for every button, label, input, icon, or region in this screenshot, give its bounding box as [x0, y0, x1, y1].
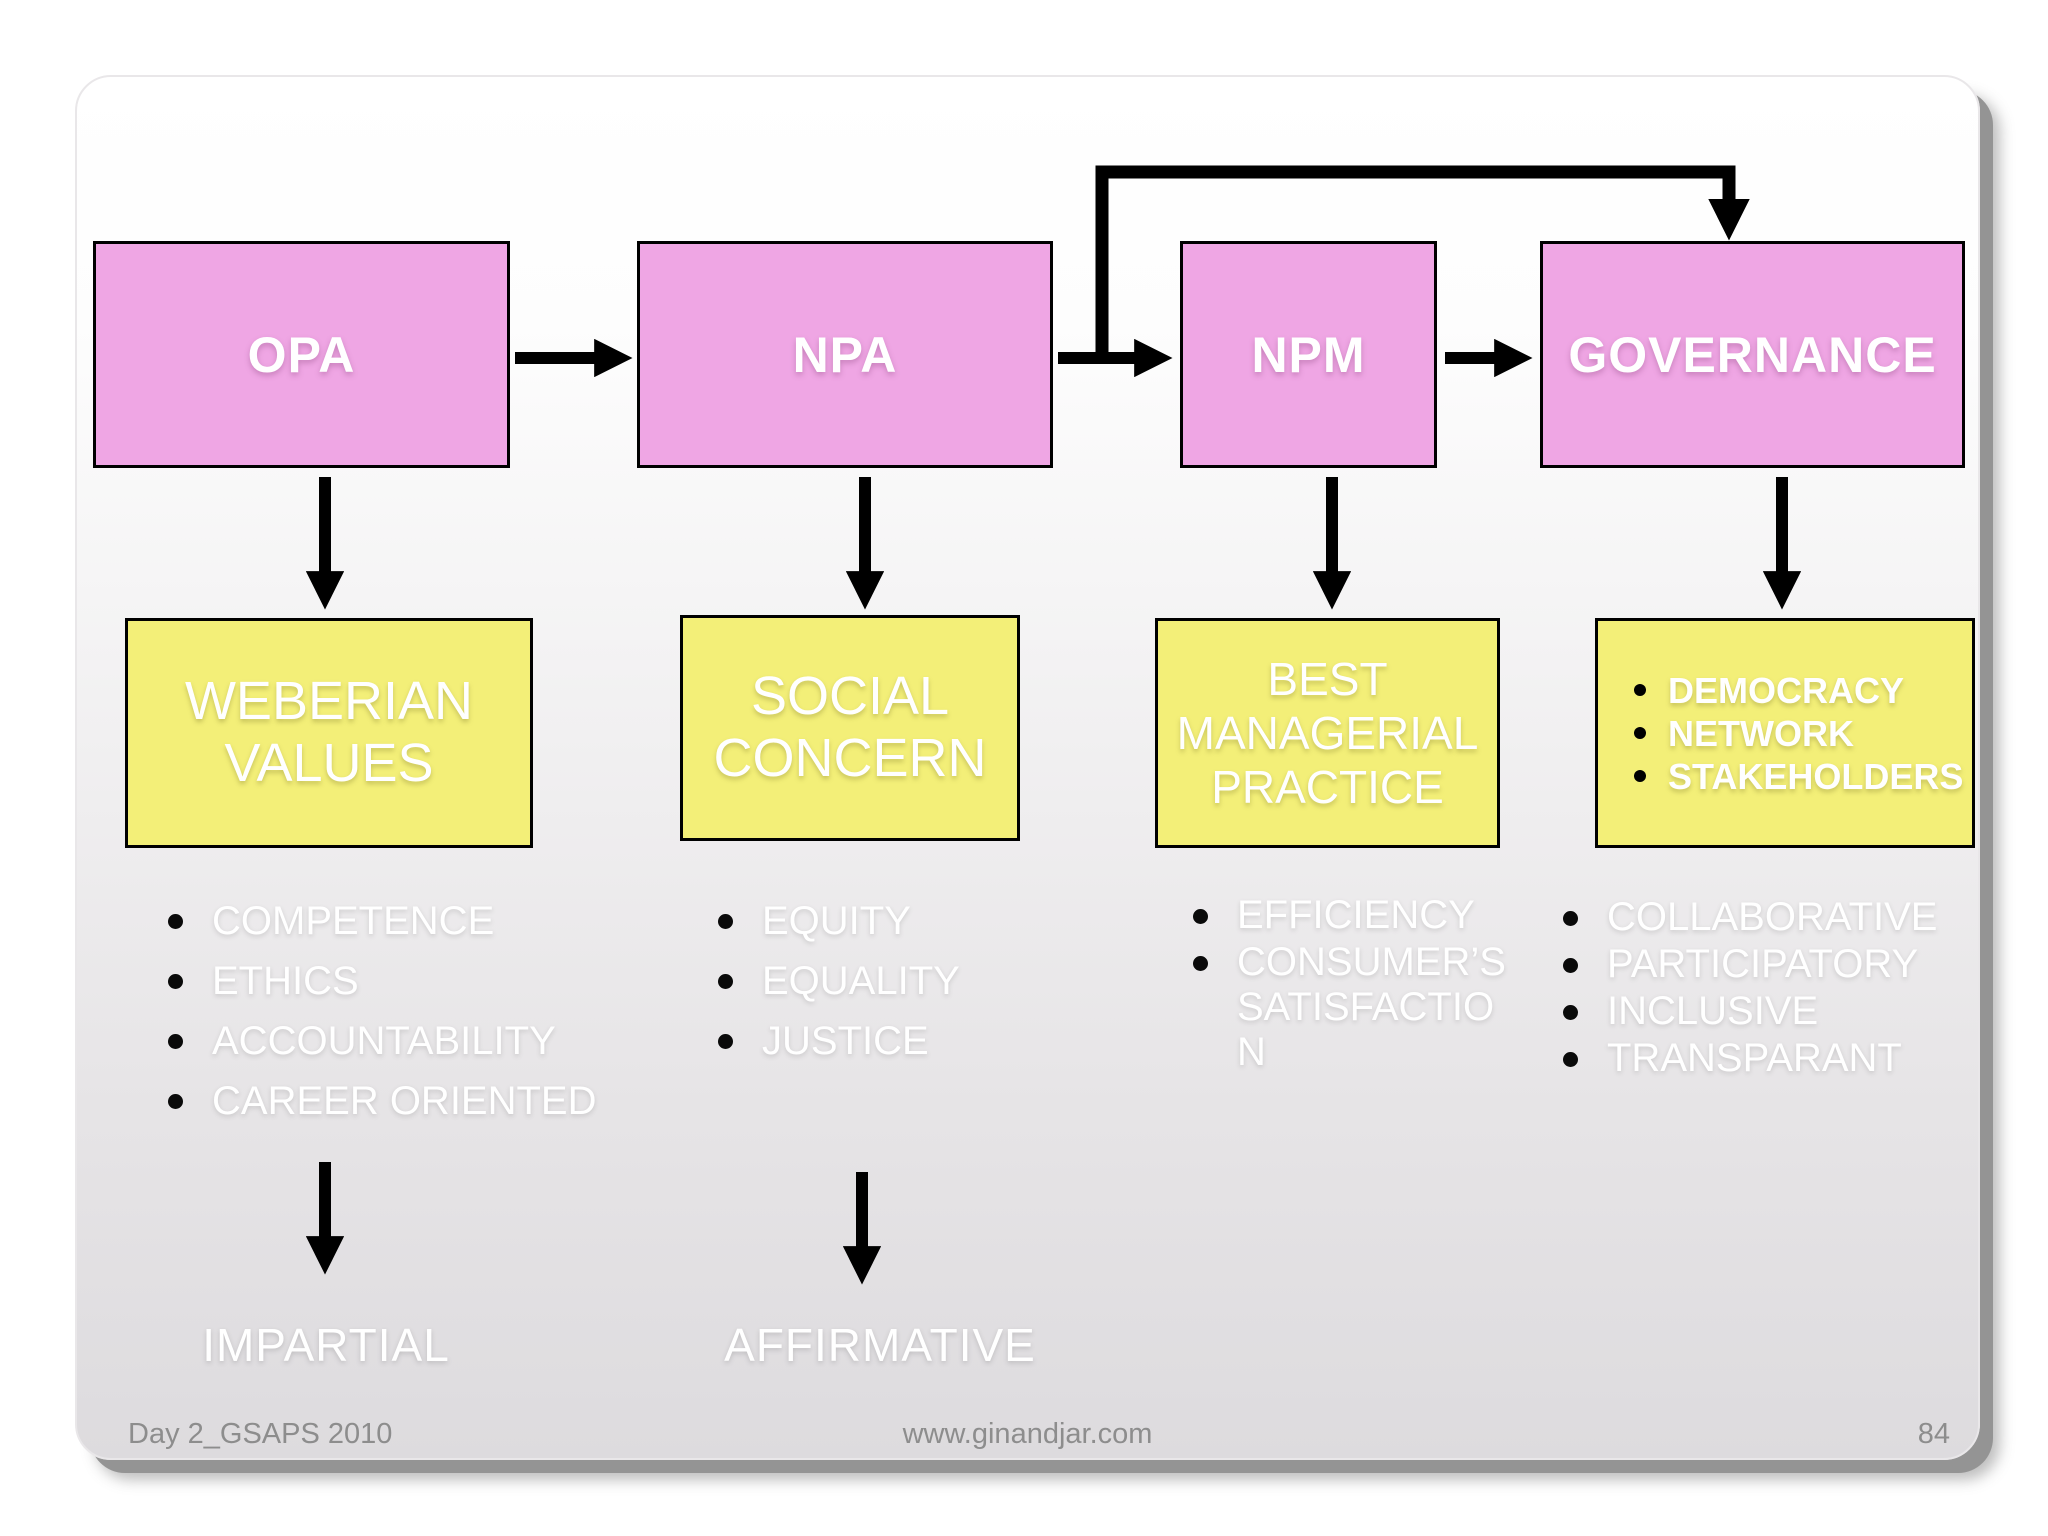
- list-item: COLLABORATIVE: [1555, 895, 2015, 940]
- concept-box-best-managerial-practice-label: BEST MANAGERIAL PRACTICE: [1176, 652, 1479, 814]
- list-item: PARTICIPATORY: [1555, 942, 2015, 987]
- concept-box-best-managerial-practice: BEST MANAGERIAL PRACTICE: [1155, 618, 1500, 848]
- weberian-values-list: COMPETENCE ETHICS ACCOUNTABILITY CAREER …: [160, 898, 600, 1138]
- list-item: STAKEHOLDERS: [1632, 755, 1963, 798]
- result-impartial: IMPARTIAL: [202, 1319, 450, 1371]
- list-item: EQUALITY: [710, 958, 1040, 1004]
- list-item: JUSTICE: [710, 1018, 1040, 1064]
- flow-node-npa: NPA: [637, 241, 1053, 468]
- governance-principles-list: DEMOCRACY NETWORK STAKEHOLDERS: [1632, 669, 1963, 798]
- flow-node-opa-label: OPA: [247, 326, 356, 383]
- list-item: EQUITY: [710, 898, 1040, 944]
- list-item: COMPETENCE: [160, 898, 600, 944]
- concept-box-social-concern-label: SOCIAL CONCERN: [713, 666, 987, 788]
- list-item: ETHICS: [160, 958, 600, 1004]
- concept-box-weberian-values: WEBERIAN VALUES: [125, 618, 533, 848]
- concept-box-social-concern: SOCIAL CONCERN: [680, 615, 1020, 841]
- list-item: TRANSPARANT: [1555, 1036, 2015, 1081]
- list-item: CAREER ORIENTED: [160, 1078, 600, 1124]
- list-item: CONSUMER’S SATISFACTIO N: [1185, 940, 1515, 1075]
- list-item: NETWORK: [1632, 712, 1963, 755]
- flow-node-governance-label: GOVERNANCE: [1568, 326, 1937, 383]
- flow-node-npm: NPM: [1180, 241, 1437, 468]
- best-practice-list: EFFICIENCY CONSUMER’S SATISFACTIO N: [1185, 893, 1515, 1077]
- governance-qualities-list: COLLABORATIVE PARTICIPATORY INCLUSIVE TR…: [1555, 895, 2015, 1083]
- list-item: DEMOCRACY: [1632, 669, 1963, 712]
- flow-node-npm-label: NPM: [1251, 326, 1366, 383]
- concept-box-weberian-values-label: WEBERIAN VALUES: [184, 671, 474, 793]
- flow-node-npa-label: NPA: [792, 326, 898, 383]
- list-item: EFFICIENCY: [1185, 893, 1515, 938]
- list-item: ACCOUNTABILITY: [160, 1018, 600, 1064]
- result-affirmative: AFFIRMATIVE: [724, 1319, 1036, 1371]
- social-concern-list: EQUITY EQUALITY JUSTICE: [710, 898, 1040, 1078]
- flow-node-opa: OPA: [93, 241, 510, 468]
- footer-date: Day 2_GSAPS 2010: [128, 1418, 393, 1450]
- footer-page-number: 84: [1917, 1418, 1950, 1450]
- footer-website: www.ginandjar.com: [902, 1418, 1153, 1450]
- concept-box-governance-principles: DEMOCRACY NETWORK STAKEHOLDERS: [1595, 618, 1975, 848]
- list-item: INCLUSIVE: [1555, 989, 2015, 1034]
- flow-node-governance: GOVERNANCE: [1540, 241, 1965, 468]
